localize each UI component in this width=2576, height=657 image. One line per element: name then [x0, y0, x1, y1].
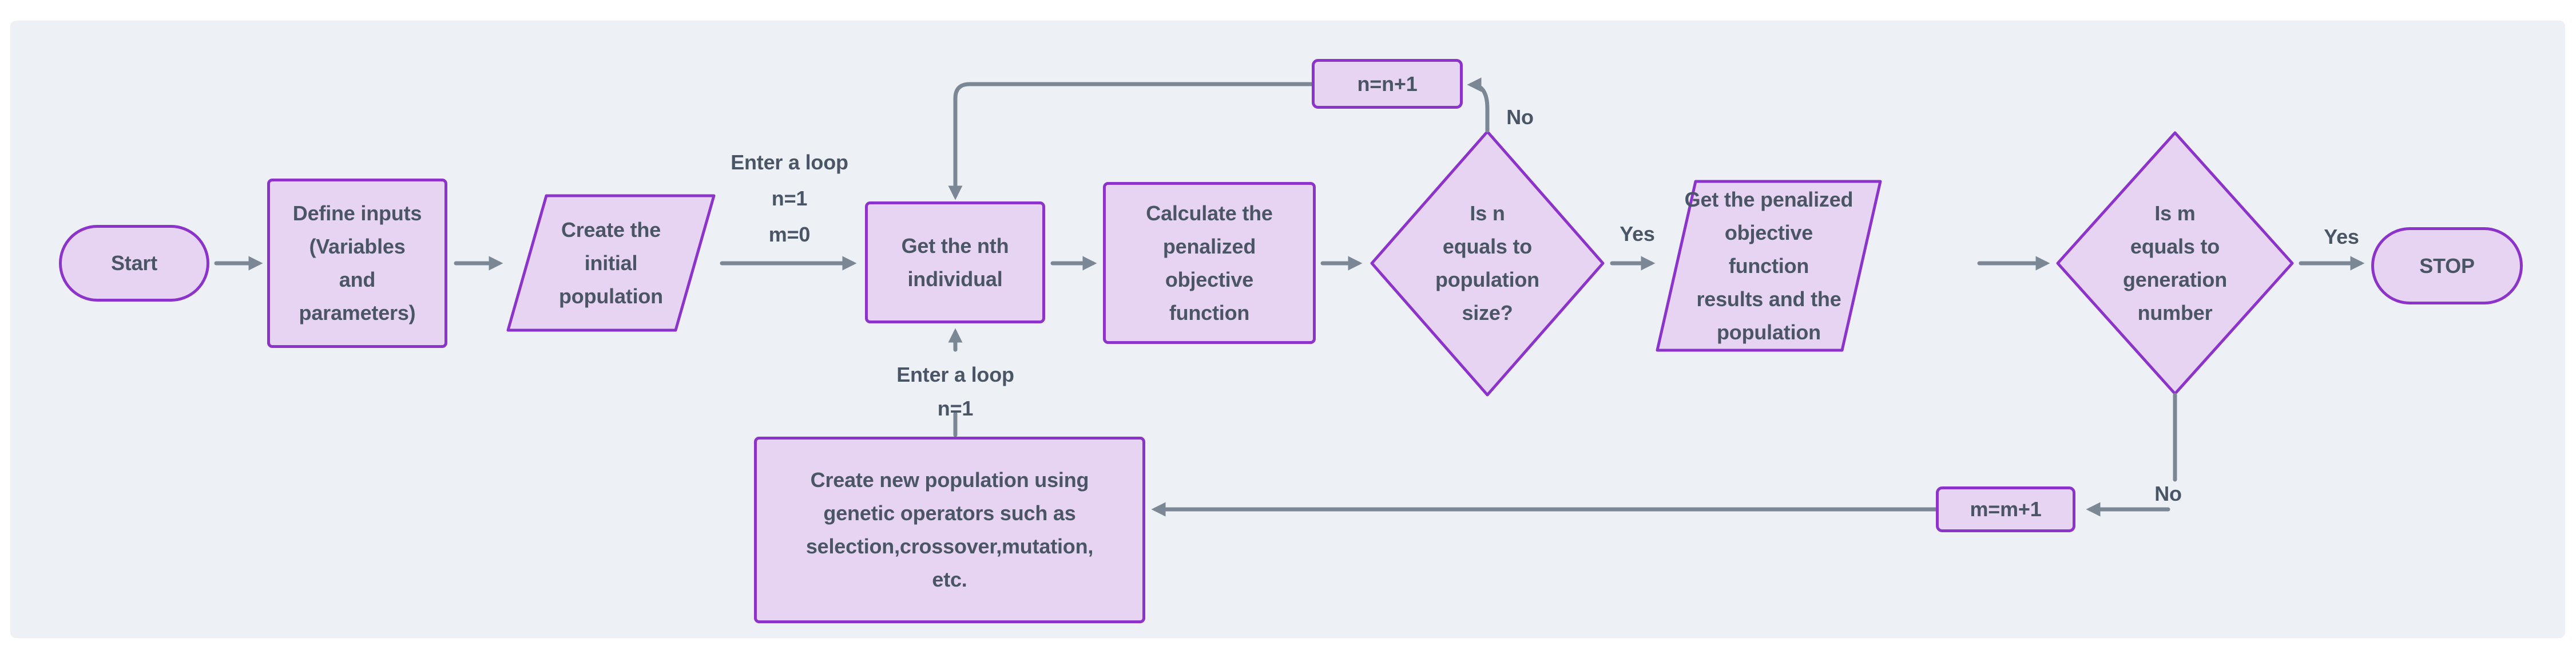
flowchart-node-create-new-population: Create new population using genetic oper… — [754, 437, 1145, 623]
edge-label-no-population: No — [1506, 105, 1534, 129]
edge-n-check-no-to-n-increment — [1467, 77, 1490, 133]
edge-label-yes-generation: Yes — [2324, 224, 2359, 248]
flowchart-node-n-increment: n=n+1 — [1312, 59, 1463, 109]
diamond-is-n-equals-population-size — [1370, 130, 1605, 397]
flowchart-node-is-n-equals-population-size: Is n equals to population size? — [1435, 201, 1539, 324]
flowchart-node-is-m-equals-generation-number: Is m equals to generation number — [2122, 201, 2228, 324]
parallelogram-create-initial-population — [506, 194, 716, 332]
flowchart-node-get-penalized-results: Get the penalized objective function res… — [1684, 188, 1853, 344]
edge-label-yes-population: Yes — [1620, 221, 1655, 246]
flowchart-node-create-initial-population: Create the initial population — [559, 218, 663, 308]
flowchart-node-get-nth-individual: Get the nth individual — [865, 201, 1045, 323]
edge-label-no-generation: No — [2154, 481, 2182, 505]
flowchart-node-stop: STOP — [2371, 227, 2523, 304]
flowchart-node-calculate-penalized-objective: Calculate the penalized objective functi… — [1103, 182, 1316, 344]
edge-label-enter-loop-top: Enter a loop n=1 m=0 — [731, 151, 848, 246]
flowchart-node-m-increment: m=m+1 — [1936, 486, 2075, 532]
flowchart-node-define-inputs: Define inputs (Variables and parameters) — [267, 179, 447, 348]
edge-n-increment-to-get-nth — [948, 82, 1314, 200]
flowchart-node-start: Start — [59, 225, 209, 302]
edge-label-enter-loop-bottom: Enter a loop n=1 — [896, 363, 1014, 420]
parallelogram-get-penalized-results — [1656, 180, 1882, 352]
